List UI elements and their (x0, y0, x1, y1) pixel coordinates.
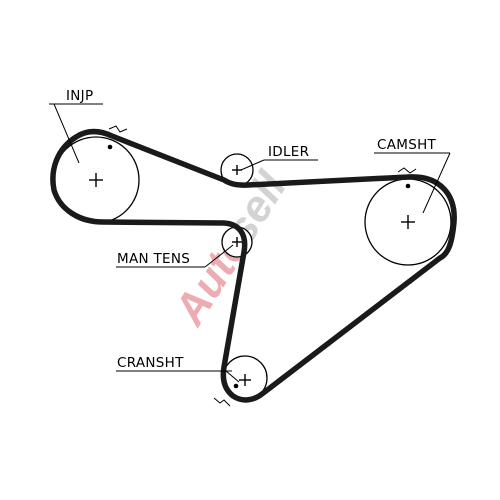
idler-label: IDLER (268, 144, 309, 160)
injection-pump-reference-mark (108, 125, 128, 133)
man-tens-label: MAN TENS (117, 251, 190, 267)
tensioner-center-cross (232, 237, 242, 247)
cransht-pointer-line (225, 370, 240, 383)
injp-label: INJP (66, 88, 93, 104)
crankshaft-reference-mark (213, 397, 231, 407)
injection-pump-timing-dot (107, 144, 113, 150)
injection-pump-center-cross (89, 173, 103, 187)
idler-center-cross (232, 165, 242, 175)
man-tens-pointer-line (204, 244, 234, 268)
camsht-pointer-line (422, 152, 451, 214)
camshaft-center-cross (401, 215, 415, 229)
crankshaft-center-cross (239, 374, 251, 386)
camshaft-reference-mark (397, 167, 417, 174)
camshaft-timing-dot (405, 183, 411, 189)
cransht-label: CRANSHT (117, 355, 184, 371)
idler-pointer-line (240, 159, 265, 171)
injp-pointer-line (53, 103, 80, 164)
camsht-label: CAMSHT (377, 137, 437, 153)
timing-belt (50, 128, 457, 403)
crankshaft-timing-dot (233, 383, 239, 389)
